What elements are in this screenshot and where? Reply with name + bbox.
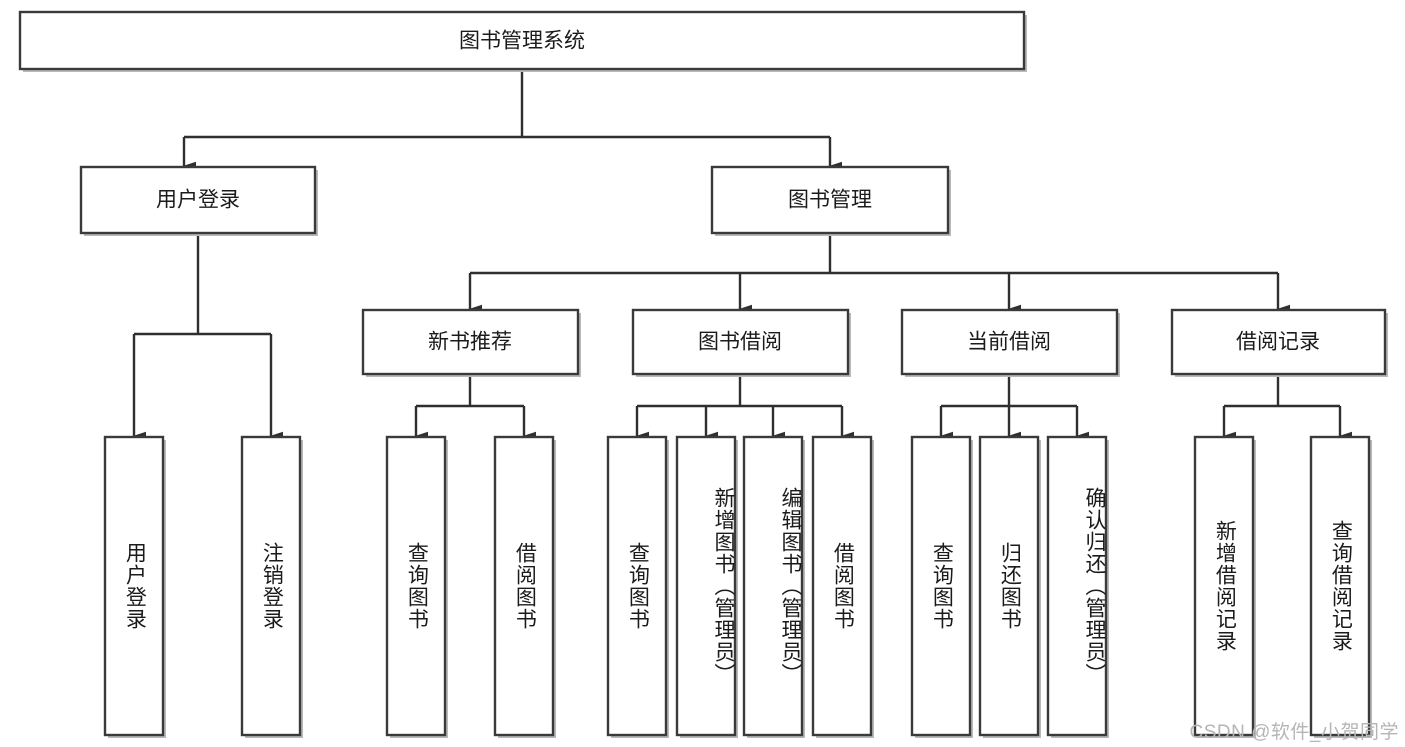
node-leaf-borrow-edit[interactable] — [742, 435, 804, 737]
node-root-label: 图书管理系统 — [459, 30, 585, 53]
node-book-manage[interactable] — [710, 165, 950, 235]
node-leaf-cur-confirm[interactable] — [1046, 435, 1108, 737]
node-current-borrow[interactable] — [900, 308, 1119, 376]
watermark-text: CSDN @软件_小贺同学 — [1189, 722, 1399, 743]
node-borrow-record[interactable] — [1170, 308, 1387, 376]
node-leaf-rec-add[interactable] — [1193, 435, 1255, 737]
node-leaf-rec-borrow[interactable] — [493, 435, 555, 737]
node-leaf-cur-query[interactable] — [910, 435, 972, 737]
node-new-book-rec-label: 新书推荐 — [428, 331, 512, 354]
node-current-borrow-label: 当前借阅 — [967, 331, 1051, 354]
node-root[interactable] — [18, 10, 1026, 71]
node-leaf-user-login[interactable] — [103, 435, 165, 737]
edge-layer — [132, 69, 1352, 441]
node-leaf-borrow-add[interactable] — [675, 435, 737, 737]
node-book-borrow[interactable] — [631, 308, 850, 376]
node-leaf-rec-search[interactable] — [1309, 435, 1371, 737]
node-leaf-cur-return[interactable] — [978, 435, 1040, 737]
node-leaf-rec-query[interactable] — [385, 435, 447, 737]
node-layer: 图书管理系统 用户登录 图书管理 新书推荐 图书借阅 当前借阅 借阅记录 — [18, 10, 1388, 738]
node-new-book-rec[interactable] — [361, 308, 580, 376]
node-book-manage-label: 图书管理 — [788, 189, 872, 212]
node-leaf-borrow-query[interactable] — [606, 435, 668, 737]
node-user-login[interactable] — [79, 165, 317, 235]
node-leaf-borrow-lend[interactable] — [811, 435, 873, 737]
node-borrow-record-label: 借阅记录 — [1236, 331, 1320, 354]
node-user-login-label: 用户登录 — [156, 189, 240, 212]
node-leaf-user-logout[interactable] — [240, 435, 302, 737]
node-book-borrow-label: 图书借阅 — [698, 331, 782, 354]
